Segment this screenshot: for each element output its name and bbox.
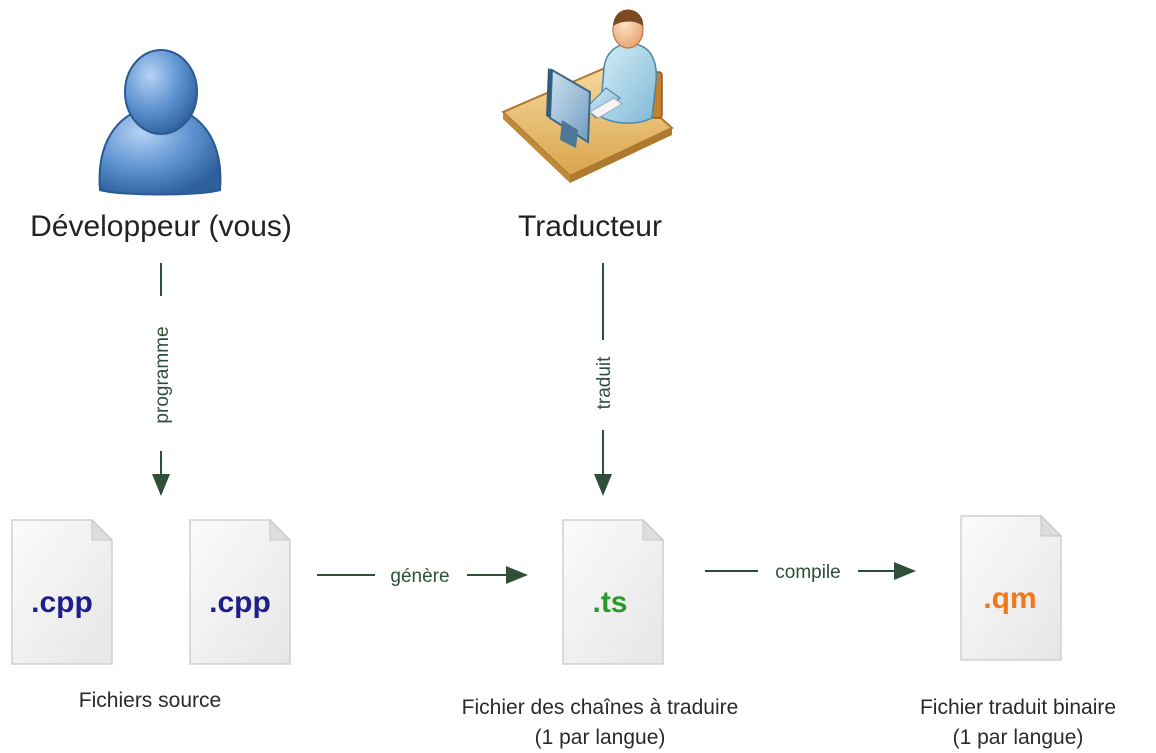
binary-file-caption: Fichier traduit binaire: [919, 696, 1117, 719]
label-genere: génère: [390, 566, 449, 587]
label-compile: compile: [775, 562, 840, 583]
label-programme: programme: [152, 326, 173, 423]
translator-at-computer-icon: [501, 9, 674, 183]
person-icon: [98, 49, 222, 196]
label-traduit: traduit: [594, 356, 615, 410]
ts-extension: .ts: [592, 586, 627, 619]
developer-label: Développeur (vous): [30, 210, 292, 243]
qm-extension: .qm: [983, 582, 1036, 615]
cpp-file-icon: .cpp: [189, 518, 292, 665]
cpp-extension-1: .cpp: [31, 586, 93, 619]
qm-file-icon: .qm: [960, 514, 1063, 661]
strings-file-caption: Fichier des chaînes à traduire: [461, 696, 739, 719]
cpp-file-icon: .cpp: [11, 518, 114, 665]
cpp-extension-2: .cpp: [209, 586, 271, 619]
translator-label: Traducteur: [518, 210, 662, 243]
strings-file-caption-sub: (1 par langue): [534, 726, 666, 749]
ts-file-icon: .ts: [562, 518, 665, 665]
binary-file-caption-sub: (1 par langue): [952, 726, 1084, 749]
source-files-caption: Fichiers source: [78, 689, 222, 712]
